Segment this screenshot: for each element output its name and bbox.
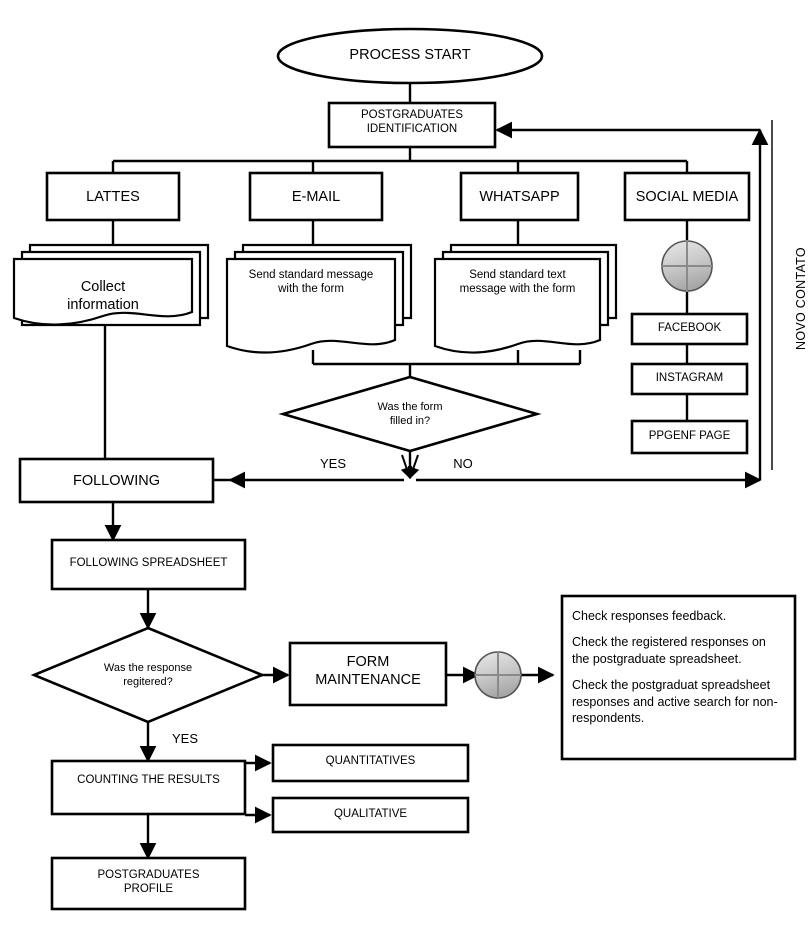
shape-qualitative [271,796,470,834]
shape-send-standard-text [433,243,618,354]
shape-start [276,27,544,85]
shape-social-media [623,171,751,222]
note-line-3: Check the postgraduat spreadsheet respon… [572,677,778,726]
note-line-2: Check the registered responses on the po… [572,634,766,666]
shape-ppgenf [630,419,749,455]
shape-connector-social [661,240,713,292]
shape-quantitatives [271,743,470,783]
shape-send-standard-message [225,243,413,354]
shape-following [18,457,215,504]
shape-postgraduates-profile [50,856,247,911]
shape-note [560,594,797,761]
shape-counting-results [50,759,247,816]
note-line-1: Check responses feedback. [572,609,727,623]
shape-form-maintenance [288,641,448,707]
shape-connector-maintenance [474,651,522,699]
note-text: Check responses feedback. Check the regi… [572,608,784,727]
shape-decision-response-registered [30,626,266,724]
shape-following-spreadsheet [50,538,247,591]
novo-contato-label: NOVO CONTATO [794,247,808,350]
shape-instagram [630,362,749,396]
shape-collect-information [12,243,210,327]
shape-whatsapp [459,171,580,222]
shape-email [248,171,384,222]
shape-facebook [630,312,749,346]
shape-identification [327,101,497,149]
shape-lattes [45,171,181,222]
shape-decision-form-filled [278,375,542,453]
